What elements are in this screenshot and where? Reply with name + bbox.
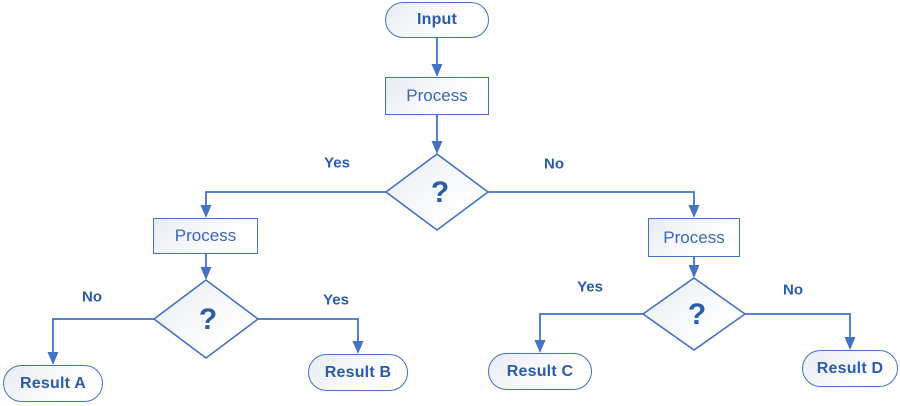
edge-decision-left-yes-to-result-b — [258, 318, 359, 341]
node-result-b-label: Result B — [324, 363, 392, 381]
arrowhead — [534, 340, 546, 353]
decision-right-diamond — [641, 277, 747, 351]
edge-label-right-no: No — [783, 281, 803, 299]
edge-label-right-yes: Yes — [577, 278, 603, 296]
arrowhead — [200, 205, 212, 218]
arrowhead — [352, 341, 364, 354]
arrowhead — [688, 205, 700, 218]
node-process-top: Process — [385, 77, 489, 115]
arrowhead — [688, 265, 700, 278]
node-result-c: Result C — [488, 353, 592, 390]
decision-main-diamond — [384, 153, 490, 231]
node-result-a: Result A — [3, 365, 103, 402]
decision-left-label: ? — [198, 302, 218, 336]
edge-decision-main-yes-to-process-left — [205, 191, 386, 205]
edge-label-main-no: No — [544, 155, 564, 173]
arrowhead — [844, 337, 856, 350]
decision-right-label: ? — [687, 297, 707, 331]
decision-main-label: ? — [430, 175, 450, 209]
node-result-d: Result D — [802, 350, 898, 387]
edge-label-left-no: No — [82, 288, 102, 306]
node-process-left: Process — [153, 218, 258, 254]
arrowhead — [431, 64, 443, 77]
node-result-d-label: Result D — [816, 359, 884, 377]
arrowhead — [200, 267, 212, 280]
edge-decision-right-yes-to-result-c — [539, 313, 643, 340]
node-result-c-label: Result C — [506, 362, 574, 380]
arrowhead — [431, 141, 443, 154]
edge-decision-main-no-to-process-right — [488, 191, 695, 205]
node-result-a-label: Result A — [20, 374, 86, 392]
node-process-top-label: Process — [406, 86, 468, 105]
decision-left-diamond — [152, 279, 260, 359]
node-input-label: Input — [416, 11, 458, 28]
node-process-right: Process — [648, 218, 740, 257]
node-process-left-label: Process — [174, 226, 237, 245]
edge-decision-right-no-to-result-d — [745, 313, 851, 337]
edge-decision-left-no-to-result-a — [52, 318, 154, 352]
edge-label-left-yes: Yes — [323, 291, 349, 309]
edge-label-main-yes: Yes — [324, 154, 350, 172]
node-process-right-label: Process — [663, 227, 725, 247]
node-input: Input — [385, 2, 489, 38]
arrowhead — [47, 352, 59, 365]
node-result-b: Result B — [308, 354, 408, 391]
